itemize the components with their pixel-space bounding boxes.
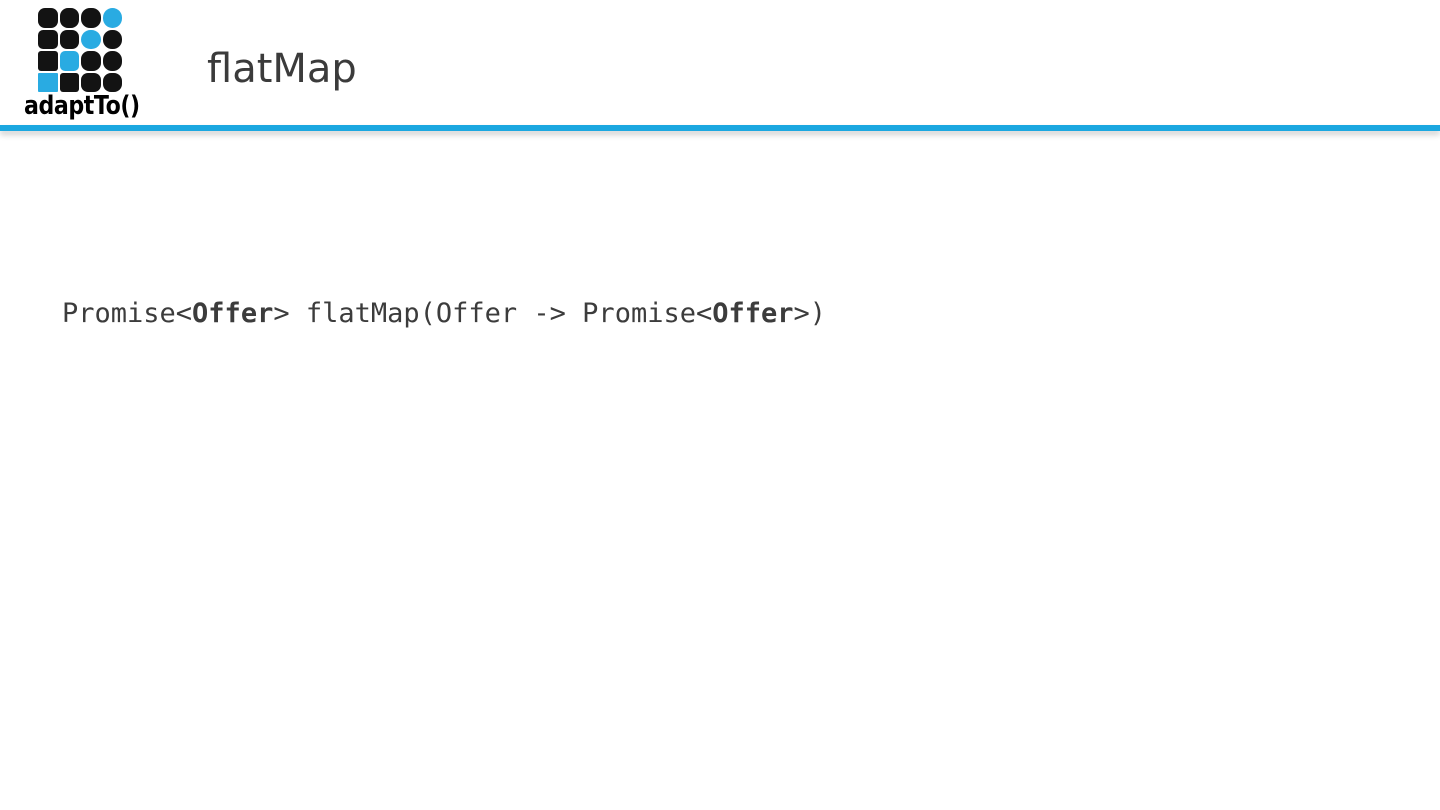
logo-grid-cell xyxy=(38,72,58,92)
code-segment-bold: Offer xyxy=(712,298,794,329)
logo-grid-cell xyxy=(59,72,79,92)
header-accent-rule xyxy=(0,125,1440,131)
logo-grid-cell xyxy=(59,51,79,71)
logo-grid-cell xyxy=(81,51,101,71)
logo-grid-cell xyxy=(102,72,122,92)
code-segment: Promise< xyxy=(62,298,193,329)
code-segment: >) xyxy=(793,298,827,329)
logo-grid-cell xyxy=(38,29,58,49)
logo-grid-cell xyxy=(38,51,58,71)
slide-body: Promise<Offer> flatMap(Offer -> Promise<… xyxy=(0,131,1440,810)
code-segment-bold: Offer xyxy=(192,298,274,329)
method-signature-code: Promise<Offer> flatMap(Offer -> Promise<… xyxy=(62,298,826,329)
adaptto-logo: adaptTo() xyxy=(24,0,144,125)
logo-grid-cell xyxy=(81,72,101,92)
logo-grid-cell xyxy=(102,29,122,49)
logo-grid-cell xyxy=(102,51,122,71)
logo-grid-cell xyxy=(38,8,58,28)
slide-title: flatMap xyxy=(207,46,357,92)
logo-grid-cell xyxy=(59,29,79,49)
logo-grid-cell xyxy=(102,8,122,28)
logo-grid-cell xyxy=(59,8,79,28)
adaptto-logo-grid-icon xyxy=(38,8,122,92)
slide-header: adaptTo() flatMap xyxy=(0,0,1440,125)
logo-grid-cell xyxy=(81,8,101,28)
logo-grid-cell xyxy=(81,29,101,49)
adaptto-wordmark: adaptTo() xyxy=(24,91,140,121)
code-segment: > flatMap(Offer -> Promise< xyxy=(273,298,713,329)
